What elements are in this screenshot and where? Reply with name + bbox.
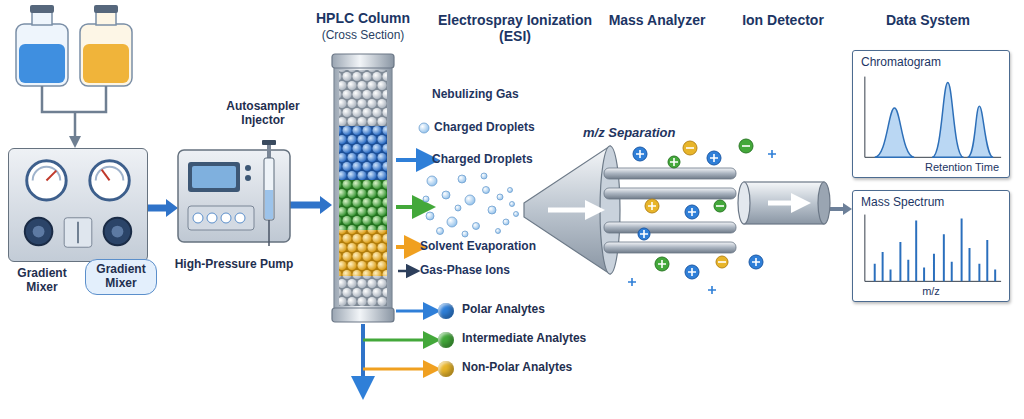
panel-title: Chromatogram	[861, 56, 941, 70]
section-heading: Data System	[868, 12, 988, 28]
arrow-head	[320, 196, 332, 214]
arrow-head	[843, 203, 852, 215]
chromatogram-plot	[853, 51, 1009, 177]
flow-arrow	[398, 270, 408, 273]
component-label: Gradient Mixer	[9, 267, 75, 295]
flow-arrow	[396, 205, 416, 209]
legend-swatch	[438, 303, 454, 319]
legend-swatch	[438, 361, 454, 377]
flow-arrow	[396, 245, 408, 249]
chromatogram-panel: ChromatogramRetention Time	[852, 50, 1010, 178]
flow-arrow	[290, 202, 321, 209]
mixer-tag: Gradient Mixer	[85, 259, 157, 295]
hplc-column: HPLC Column(Cross Section)	[332, 54, 394, 322]
quadrupole-rods	[604, 168, 736, 253]
ion-detector: Ion Detector	[736, 178, 830, 228]
mass-spectrum-panel: Mass Spectrum m/z	[852, 190, 1010, 302]
component-label: High-Pressure Pump	[168, 258, 300, 272]
process-label: Solvent Evaporation	[420, 240, 536, 254]
column-cross-section	[332, 54, 394, 322]
process-label: m/z Separation	[583, 126, 675, 141]
section-heading: Electrospray Ionization (ESI)	[432, 12, 598, 44]
section-heading: HPLC Column	[297, 10, 429, 26]
process-label: Charged Droplets	[434, 121, 535, 135]
flow-arrow	[361, 324, 365, 380]
axis-label: Retention Time	[925, 161, 999, 174]
flow-arrow	[396, 158, 420, 162]
charged-droplets	[419, 123, 519, 237]
legend-swatch	[438, 332, 454, 348]
legend-text: Non-Polar Analytes	[462, 361, 572, 375]
leader-arrow	[396, 310, 426, 313]
detector-illustration	[736, 178, 830, 228]
solvent-tubing	[74, 112, 77, 138]
process-label: Charged Droplets	[432, 153, 533, 167]
component-label: Autosampler Injector	[218, 100, 308, 128]
leader-arrow	[363, 368, 426, 371]
autosampler-unit: Autosampler InjectorHigh-Pressure Pump	[178, 140, 290, 250]
solvent-bottle	[80, 5, 132, 86]
arrow-head	[166, 199, 178, 217]
autosampler-illustration	[178, 140, 290, 250]
ion-funnel	[524, 146, 620, 274]
pump-illustration	[9, 149, 147, 261]
flow-arrow	[148, 205, 167, 212]
process-label: Gas-Phase Ions	[420, 264, 510, 278]
legend-text: Intermediate Analytes	[462, 332, 586, 346]
solvent-bottle	[16, 5, 68, 86]
leader-arrow	[363, 339, 426, 342]
legend-text: Polar Analytes	[462, 303, 545, 317]
section-heading: Ion Detector	[726, 12, 840, 28]
section-heading: Mass Analyzer	[602, 12, 712, 28]
axis-label: m/z	[853, 285, 1009, 298]
flow-arrow	[830, 207, 844, 211]
section-subheading: (Cross Section)	[297, 29, 429, 43]
panel-title: Mass Spectrum	[861, 196, 944, 210]
pump-unit: Gradient MixerGradient Mixer	[8, 148, 148, 262]
component-label: Gradient Mixer	[90, 263, 152, 291]
solvent-tubing	[42, 86, 106, 112]
process-label: Nebulizing Gas	[432, 88, 519, 102]
